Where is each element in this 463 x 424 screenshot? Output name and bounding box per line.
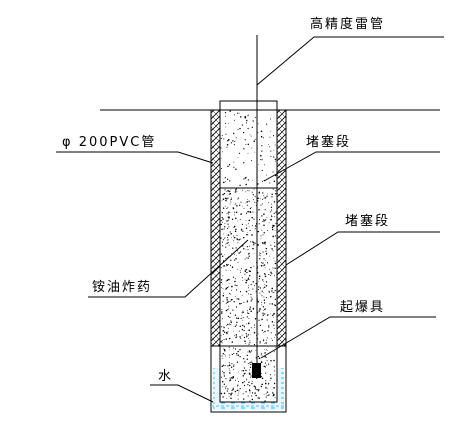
leader-plug-upper [263,151,440,182]
booster-charge [252,363,261,378]
upper-stemming-texture [220,110,277,187]
label-booster: 起爆具 [340,300,385,315]
label-explosive: 铵油炸药 [92,280,152,295]
label-plug-upper: 堵塞段 [306,134,351,150]
leader-booster [260,316,436,359]
upper-stemming-section [219,109,278,189]
leader-detonator [256,36,444,86]
leader-plug-lower [285,231,440,266]
label-plug-lower: 堵塞段 [345,213,390,229]
borehole-collar [219,100,278,111]
label-pvc-pipe: φ 200PVC管 [62,135,156,150]
lower-stemming-texture [220,346,276,402]
leader-pvc [56,151,214,164]
pvc-pipe-left-wall [210,109,221,347]
pvc-pipe-right-wall [276,109,287,347]
leader-explosive [88,239,249,298]
leader-water [150,384,214,403]
explosive-texture [220,188,277,346]
label-water: 水 [158,369,173,384]
label-detonator: 高精度雷管 [310,16,385,32]
